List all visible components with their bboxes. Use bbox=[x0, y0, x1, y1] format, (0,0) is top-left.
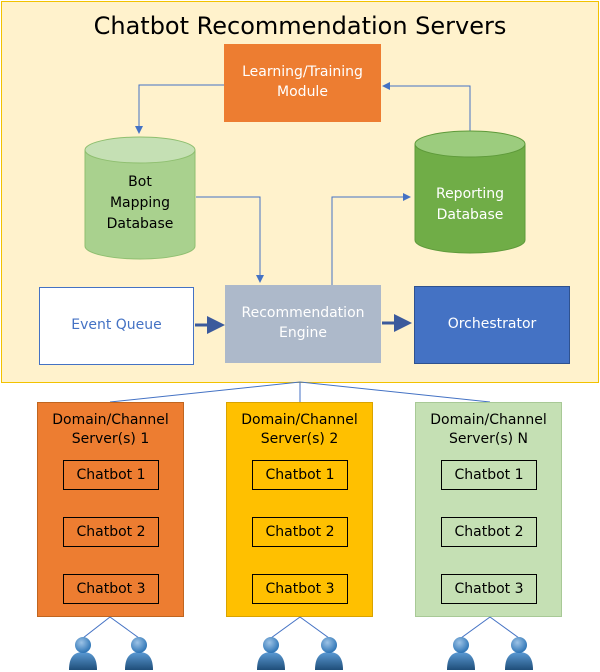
bot-mapping-database-cylinder bbox=[84, 136, 196, 260]
server-n-chatbot-2: Chatbot 2 bbox=[441, 517, 537, 547]
user-icon bbox=[315, 637, 343, 670]
server-n-chatbot-1: Chatbot 1 bbox=[441, 460, 537, 490]
diagram-title: Chatbot Recommendation Servers bbox=[93, 12, 507, 40]
server-1-user-connectors bbox=[82, 616, 140, 639]
server-n-chatbot-3: Chatbot 3 bbox=[441, 574, 537, 604]
connector-panel-to-server3 bbox=[299, 381, 491, 403]
domain-channel-server-2: Domain/Channel Server(s) 2 Chatbot 1 Cha… bbox=[226, 402, 373, 617]
server-2-title: Domain/Channel Server(s) 2 bbox=[241, 412, 358, 447]
reporting-database-label: Reporting Database bbox=[435, 186, 505, 223]
user-icon bbox=[257, 637, 285, 670]
bot-mapping-database-label: Bot Mapping Database bbox=[106, 174, 174, 232]
server-n-user-connectors bbox=[460, 616, 520, 639]
server-2-chatbot-2: Chatbot 2 bbox=[252, 517, 348, 547]
recommendation-engine: Recommendation Engine bbox=[225, 285, 381, 363]
orchestrator: Orchestrator bbox=[414, 286, 570, 364]
user-icon bbox=[447, 637, 475, 670]
server-1-chatbot-2: Chatbot 2 bbox=[63, 517, 159, 547]
domain-channel-server-n: Domain/Channel Server(s) N Chatbot 1 Cha… bbox=[415, 402, 562, 617]
event-queue: Event Queue bbox=[39, 287, 194, 365]
server-1-chatbot-3: Chatbot 3 bbox=[63, 574, 159, 604]
server-2-user-connectors bbox=[270, 616, 330, 639]
domain-channel-server-1: Domain/Channel Server(s) 1 Chatbot 1 Cha… bbox=[37, 402, 184, 617]
server-1-title: Domain/Channel Server(s) 1 bbox=[52, 412, 169, 447]
connector-panel-to-server1 bbox=[109, 381, 301, 403]
server-1-chatbot-1: Chatbot 1 bbox=[63, 460, 159, 490]
users-layer bbox=[69, 616, 533, 670]
user-icon bbox=[125, 637, 153, 670]
server-n-title: Domain/Channel Server(s) N bbox=[430, 412, 547, 447]
server-2-chatbot-1: Chatbot 1 bbox=[252, 460, 348, 490]
server-2-chatbot-3: Chatbot 3 bbox=[252, 574, 348, 604]
user-icon bbox=[505, 637, 533, 670]
learning-training-module: Learning/Training Module bbox=[224, 44, 381, 122]
user-icon bbox=[69, 637, 97, 670]
reporting-database-cylinder bbox=[414, 130, 526, 254]
